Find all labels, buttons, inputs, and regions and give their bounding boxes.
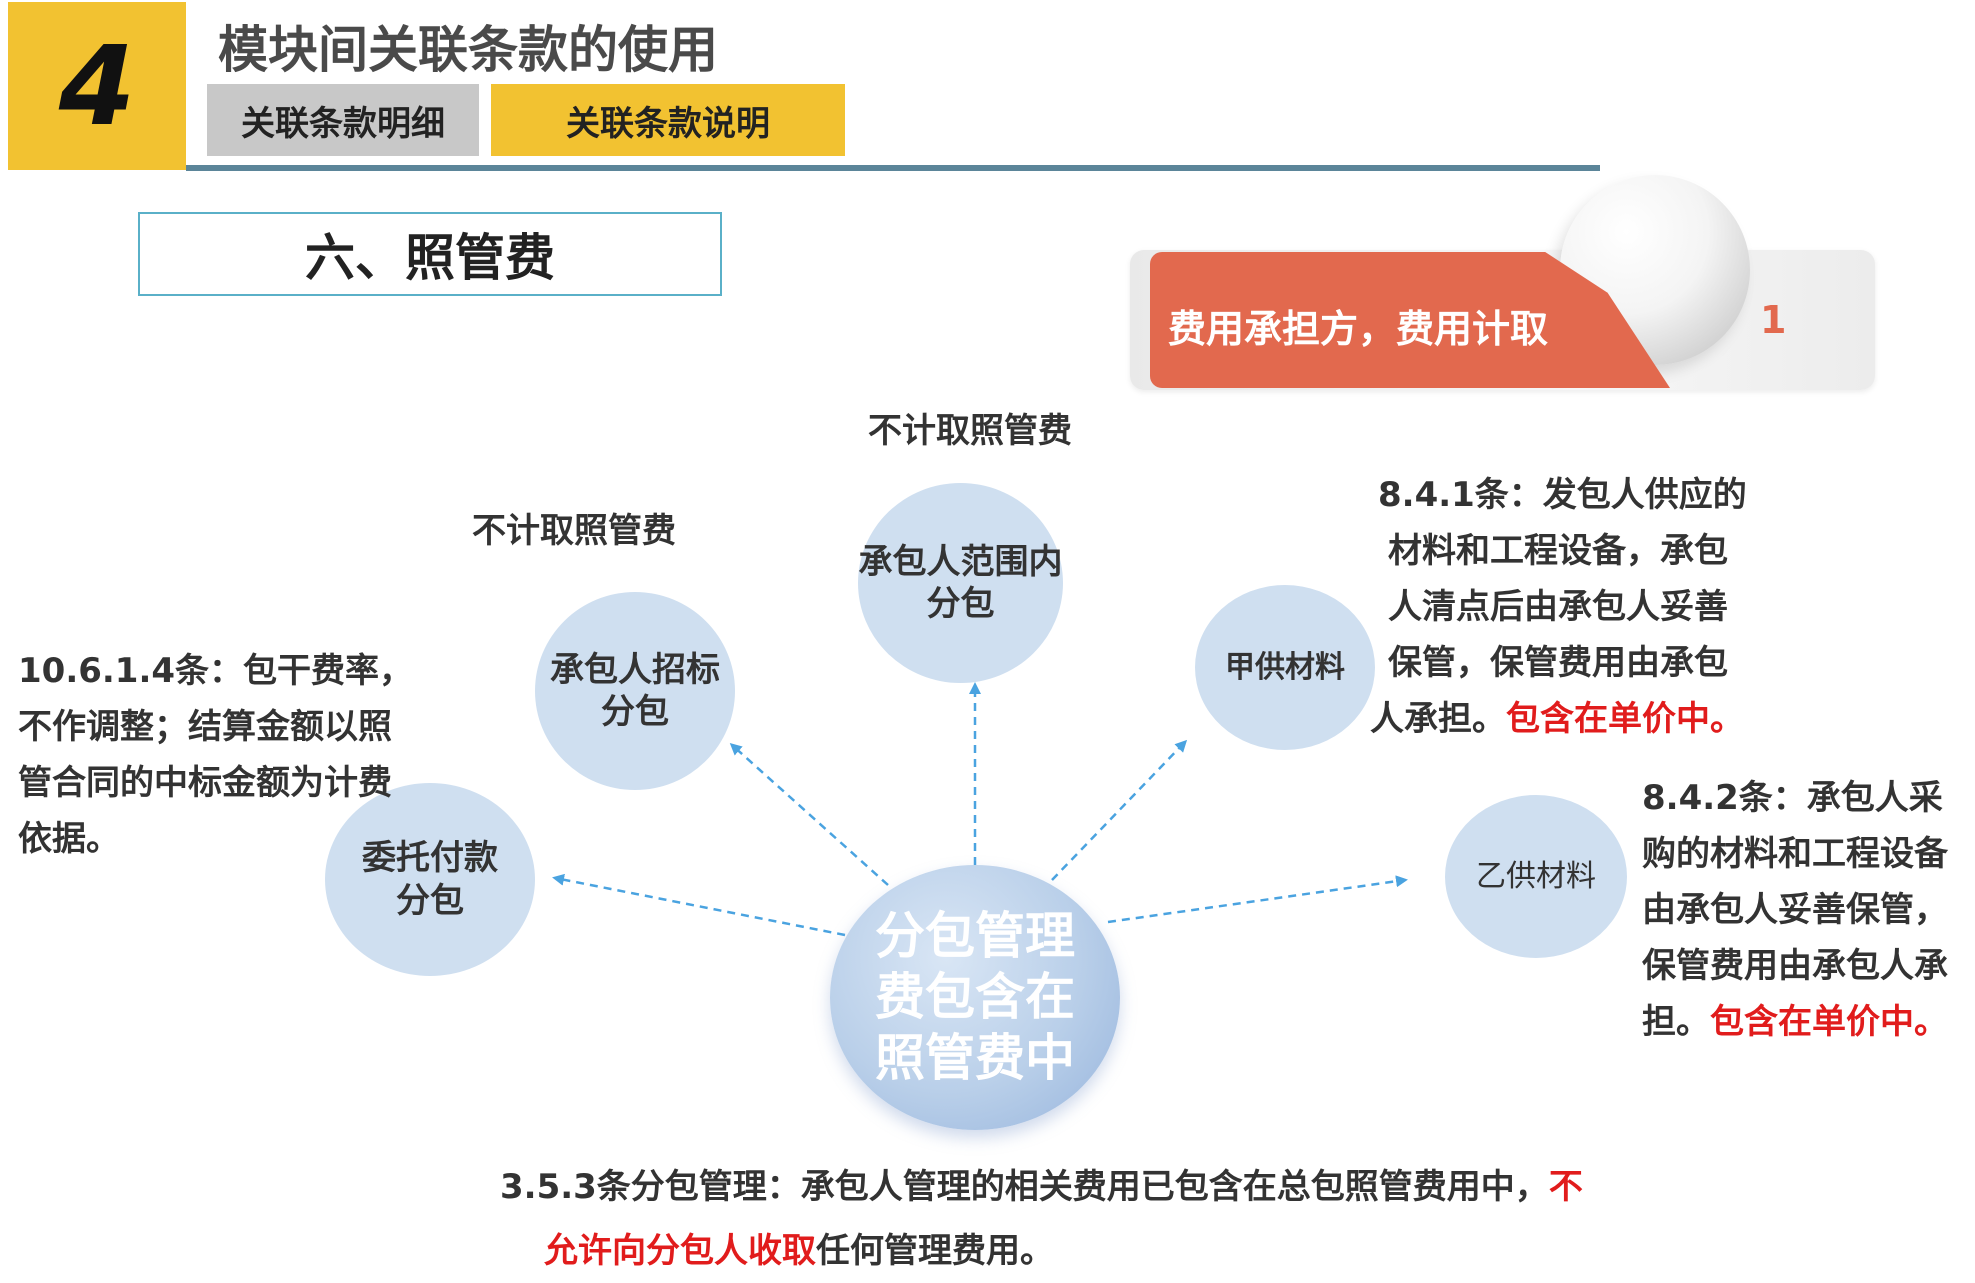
node-owner-supplied-material: 甲供材料 (1195, 585, 1375, 750)
note-842-emphasis: 包含在单价中。 (1710, 1002, 1948, 1042)
note-842-line1: 8.4.2条：承包人采 (1642, 778, 1943, 818)
note-841-line5-text: 人承担。 (1370, 699, 1506, 739)
arrow-to-entrusted-subcontract (552, 873, 846, 937)
node-range-subcontract-line1: 承包人范围内 (858, 541, 1063, 582)
note-353-line2-emphasis: 允许向分包人收取 (544, 1231, 816, 1271)
note-353-line2-text: 任何管理费用。 (816, 1231, 1054, 1271)
arrow-to-contractor-material (1107, 875, 1408, 924)
note-841-line2: 材料和工程设备，承包 (1388, 531, 1728, 571)
note-clause-8-4-2: 8.4.2条：承包人采 购的材料和工程设备 由承包人妥善保管， 保管费用由承包人… (1642, 770, 1948, 1050)
header-divider (186, 165, 1600, 171)
center-node: 分包管理 费包含在 照管费中 (830, 865, 1120, 1130)
section-number: 4 (58, 22, 136, 150)
node-range-subcontract: 承包人范围内 分包 (858, 483, 1063, 683)
note-353-line1: 3.5.3条分包管理：承包人管理的相关费用已包含在总包照管费用中，不 (500, 1155, 1583, 1219)
note-842-line5: 担。包含在单价中。 (1642, 994, 1948, 1050)
note-842-line3: 由承包人妥善保管， (1642, 890, 1948, 930)
note-842-line4: 保管费用由承包人承 (1642, 946, 1948, 986)
note-841-line3: 人清点后由承包人妥善 (1388, 587, 1728, 627)
ribbon-number: 1 (1760, 298, 1787, 342)
node-bid-subcontract: 承包人招标 分包 (535, 592, 735, 790)
note-841-line1: 8.4.1条：发包人供应的 (1378, 475, 1747, 515)
ribbon-label: 费用承担方，费用计取 (1168, 307, 1549, 351)
node-range-subcontract-line2: 分包 (926, 584, 995, 624)
tab-clause-details[interactable]: 关联条款明细 (207, 84, 479, 156)
center-node-line2: 费包含在 (875, 968, 1075, 1026)
arrow-to-owner-material (1051, 739, 1188, 881)
node-contractor-supplied-material: 乙供材料 (1445, 795, 1627, 958)
note-841-line4: 保管，保管费用由承包 (1388, 643, 1728, 683)
note-353-line1-text: 3.5.3条分包管理：承包人管理的相关费用已包含在总包照管费用中， (500, 1167, 1549, 1207)
note-353-line1-emphasis: 不 (1548, 1167, 1583, 1207)
node-bid-subcontract-line1: 承包人招标 (550, 649, 720, 690)
note-10614-line4: 依据。 (18, 819, 120, 859)
note-841-line5: 人承担。包含在单价中。 (1370, 691, 1747, 747)
section-number-block (8, 2, 186, 170)
note-clause-8-4-1: 8.4.1条：发包人供应的 材料和工程设备，承包 人清点后由承包人妥善 保管，保… (1370, 467, 1747, 747)
node-bid-subcontract-line2: 分包 (601, 692, 669, 732)
center-node-line1: 分包管理 (875, 907, 1075, 965)
label-no-care-fee-top: 不计取照管费 (868, 411, 1072, 451)
note-841-emphasis: 包含在单价中。 (1506, 699, 1744, 739)
node-entrusted-subcontract-line2: 分包 (396, 880, 464, 921)
center-node-line3: 照管费中 (875, 1029, 1075, 1087)
tab-clause-explanation[interactable]: 关联条款说明 (491, 84, 845, 156)
node-entrusted-subcontract: 委托付款 分包 (325, 783, 535, 976)
section-title: 六、照管费 (138, 212, 722, 296)
page-title: 模块间关联条款的使用 (218, 21, 718, 79)
note-353-line2: 允许向分包人收取任何管理费用。 (500, 1219, 1583, 1283)
note-842-line2: 购的材料和工程设备 (1642, 834, 1948, 874)
note-10614-line2: 不作调整；结算金额以照 (18, 707, 392, 747)
note-10614-line1: 10.6.1.4条：包干费率， (18, 651, 414, 691)
node-entrusted-subcontract-line1: 委托付款 (362, 838, 498, 878)
arrow-to-bid-subcontract (729, 742, 889, 886)
label-no-care-fee-left: 不计取照管费 (472, 511, 676, 551)
note-clause-10-6-1-4: 10.6.1.4条：包干费率， 不作调整；结算金额以照 管合同的中标金额为计费 … (18, 643, 413, 867)
note-842-line5-text: 担。 (1642, 1002, 1710, 1042)
note-clause-3-5-3: 3.5.3条分包管理：承包人管理的相关费用已包含在总包照管费用中，不 允许向分包… (500, 1155, 1583, 1283)
note-10614-line3: 管合同的中标金额为计费 (18, 763, 392, 803)
